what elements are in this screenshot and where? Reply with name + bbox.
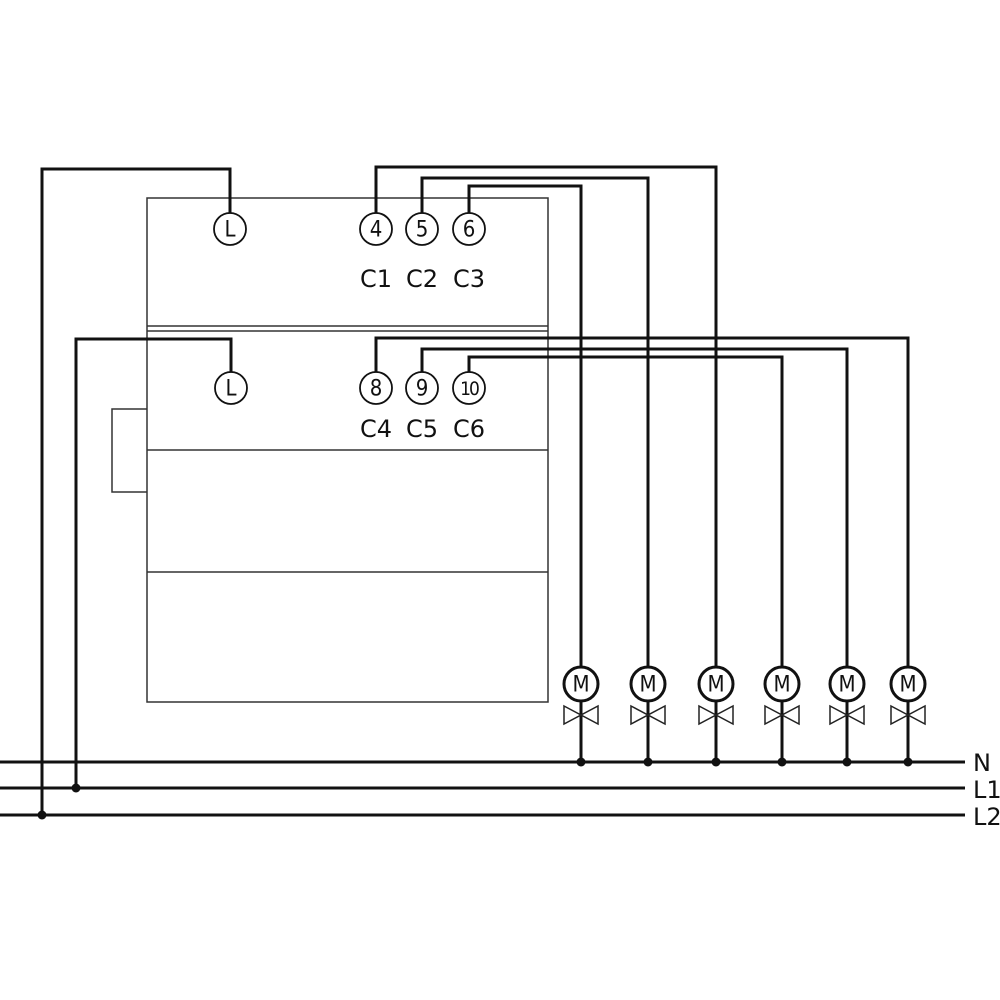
upper-module: L 4 5 6 C1 C2 C3	[213, 212, 486, 293]
rail-label-l2: L2	[973, 803, 1000, 831]
terminal-label: L	[225, 377, 236, 402]
junction-dot	[777, 757, 787, 767]
terminal-l-upper	[213, 212, 247, 246]
channel-label-c5: C5	[406, 415, 438, 443]
valve-icon	[890, 704, 926, 726]
valve-actuator-4: M	[763, 665, 801, 767]
valve-icon	[698, 704, 734, 726]
channel-label-c1: C1	[360, 265, 392, 293]
rails: N L1 L2	[0, 749, 1000, 831]
valve-actuator-6: M	[889, 665, 927, 767]
valve-icon	[630, 704, 666, 726]
valve-icon	[764, 704, 800, 726]
rail-label-n: N	[973, 749, 991, 777]
terminal-l-lower	[214, 371, 248, 405]
junction-dot	[37, 810, 47, 820]
supply-wires	[37, 167, 233, 820]
lower-module: L 8 9 10 C4 C5 C6	[214, 371, 486, 443]
valve-icon	[829, 704, 865, 726]
junction-dot	[842, 757, 852, 767]
motor-label: M	[707, 673, 724, 698]
channel-label-c4: C4	[360, 415, 392, 443]
junction-dot	[643, 757, 653, 767]
terminal-label: 6	[463, 218, 476, 243]
motor-icon	[697, 665, 735, 703]
terminal-label: 4	[370, 218, 383, 243]
motor-label: M	[899, 673, 916, 698]
terminal-6	[452, 212, 486, 246]
junction-dot	[576, 757, 586, 767]
rail-label-l1: L1	[973, 776, 1000, 804]
terminal-label: 8	[370, 377, 383, 402]
channel-label-c3: C3	[453, 265, 485, 293]
valve-actuator-5: M	[828, 665, 866, 767]
valve-actuator-1: M	[562, 665, 600, 767]
terminal-10	[452, 371, 486, 405]
motor-icon	[629, 665, 667, 703]
valve-actuator-3: M	[697, 665, 735, 767]
junction-dot	[903, 757, 913, 767]
channel-label-c6: C6	[453, 415, 485, 443]
junction-dot	[71, 783, 81, 793]
terminal-5	[405, 212, 439, 246]
motor-icon	[562, 665, 600, 703]
motor-label: M	[572, 673, 589, 698]
valve-icon	[563, 704, 599, 726]
terminal-label: 10	[460, 378, 479, 400]
terminal-label: L	[224, 218, 235, 243]
channel-label-c2: C2	[406, 265, 438, 293]
din-clip	[111, 408, 147, 493]
motor-icon	[828, 665, 866, 703]
motor-icon	[763, 665, 801, 703]
junction-dot	[711, 757, 721, 767]
terminal-4	[359, 212, 393, 246]
motor-label: M	[639, 673, 656, 698]
terminal-label: 5	[416, 218, 429, 243]
valve-actuator-2: M	[629, 665, 667, 767]
motor-icon	[889, 665, 927, 703]
motor-label: M	[838, 673, 855, 698]
device-housing	[111, 197, 549, 703]
terminal-8	[359, 371, 393, 405]
terminal-label: 9	[416, 377, 429, 402]
channel-wires	[374, 165, 910, 667]
terminal-9	[405, 371, 439, 405]
motor-label: M	[773, 673, 790, 698]
